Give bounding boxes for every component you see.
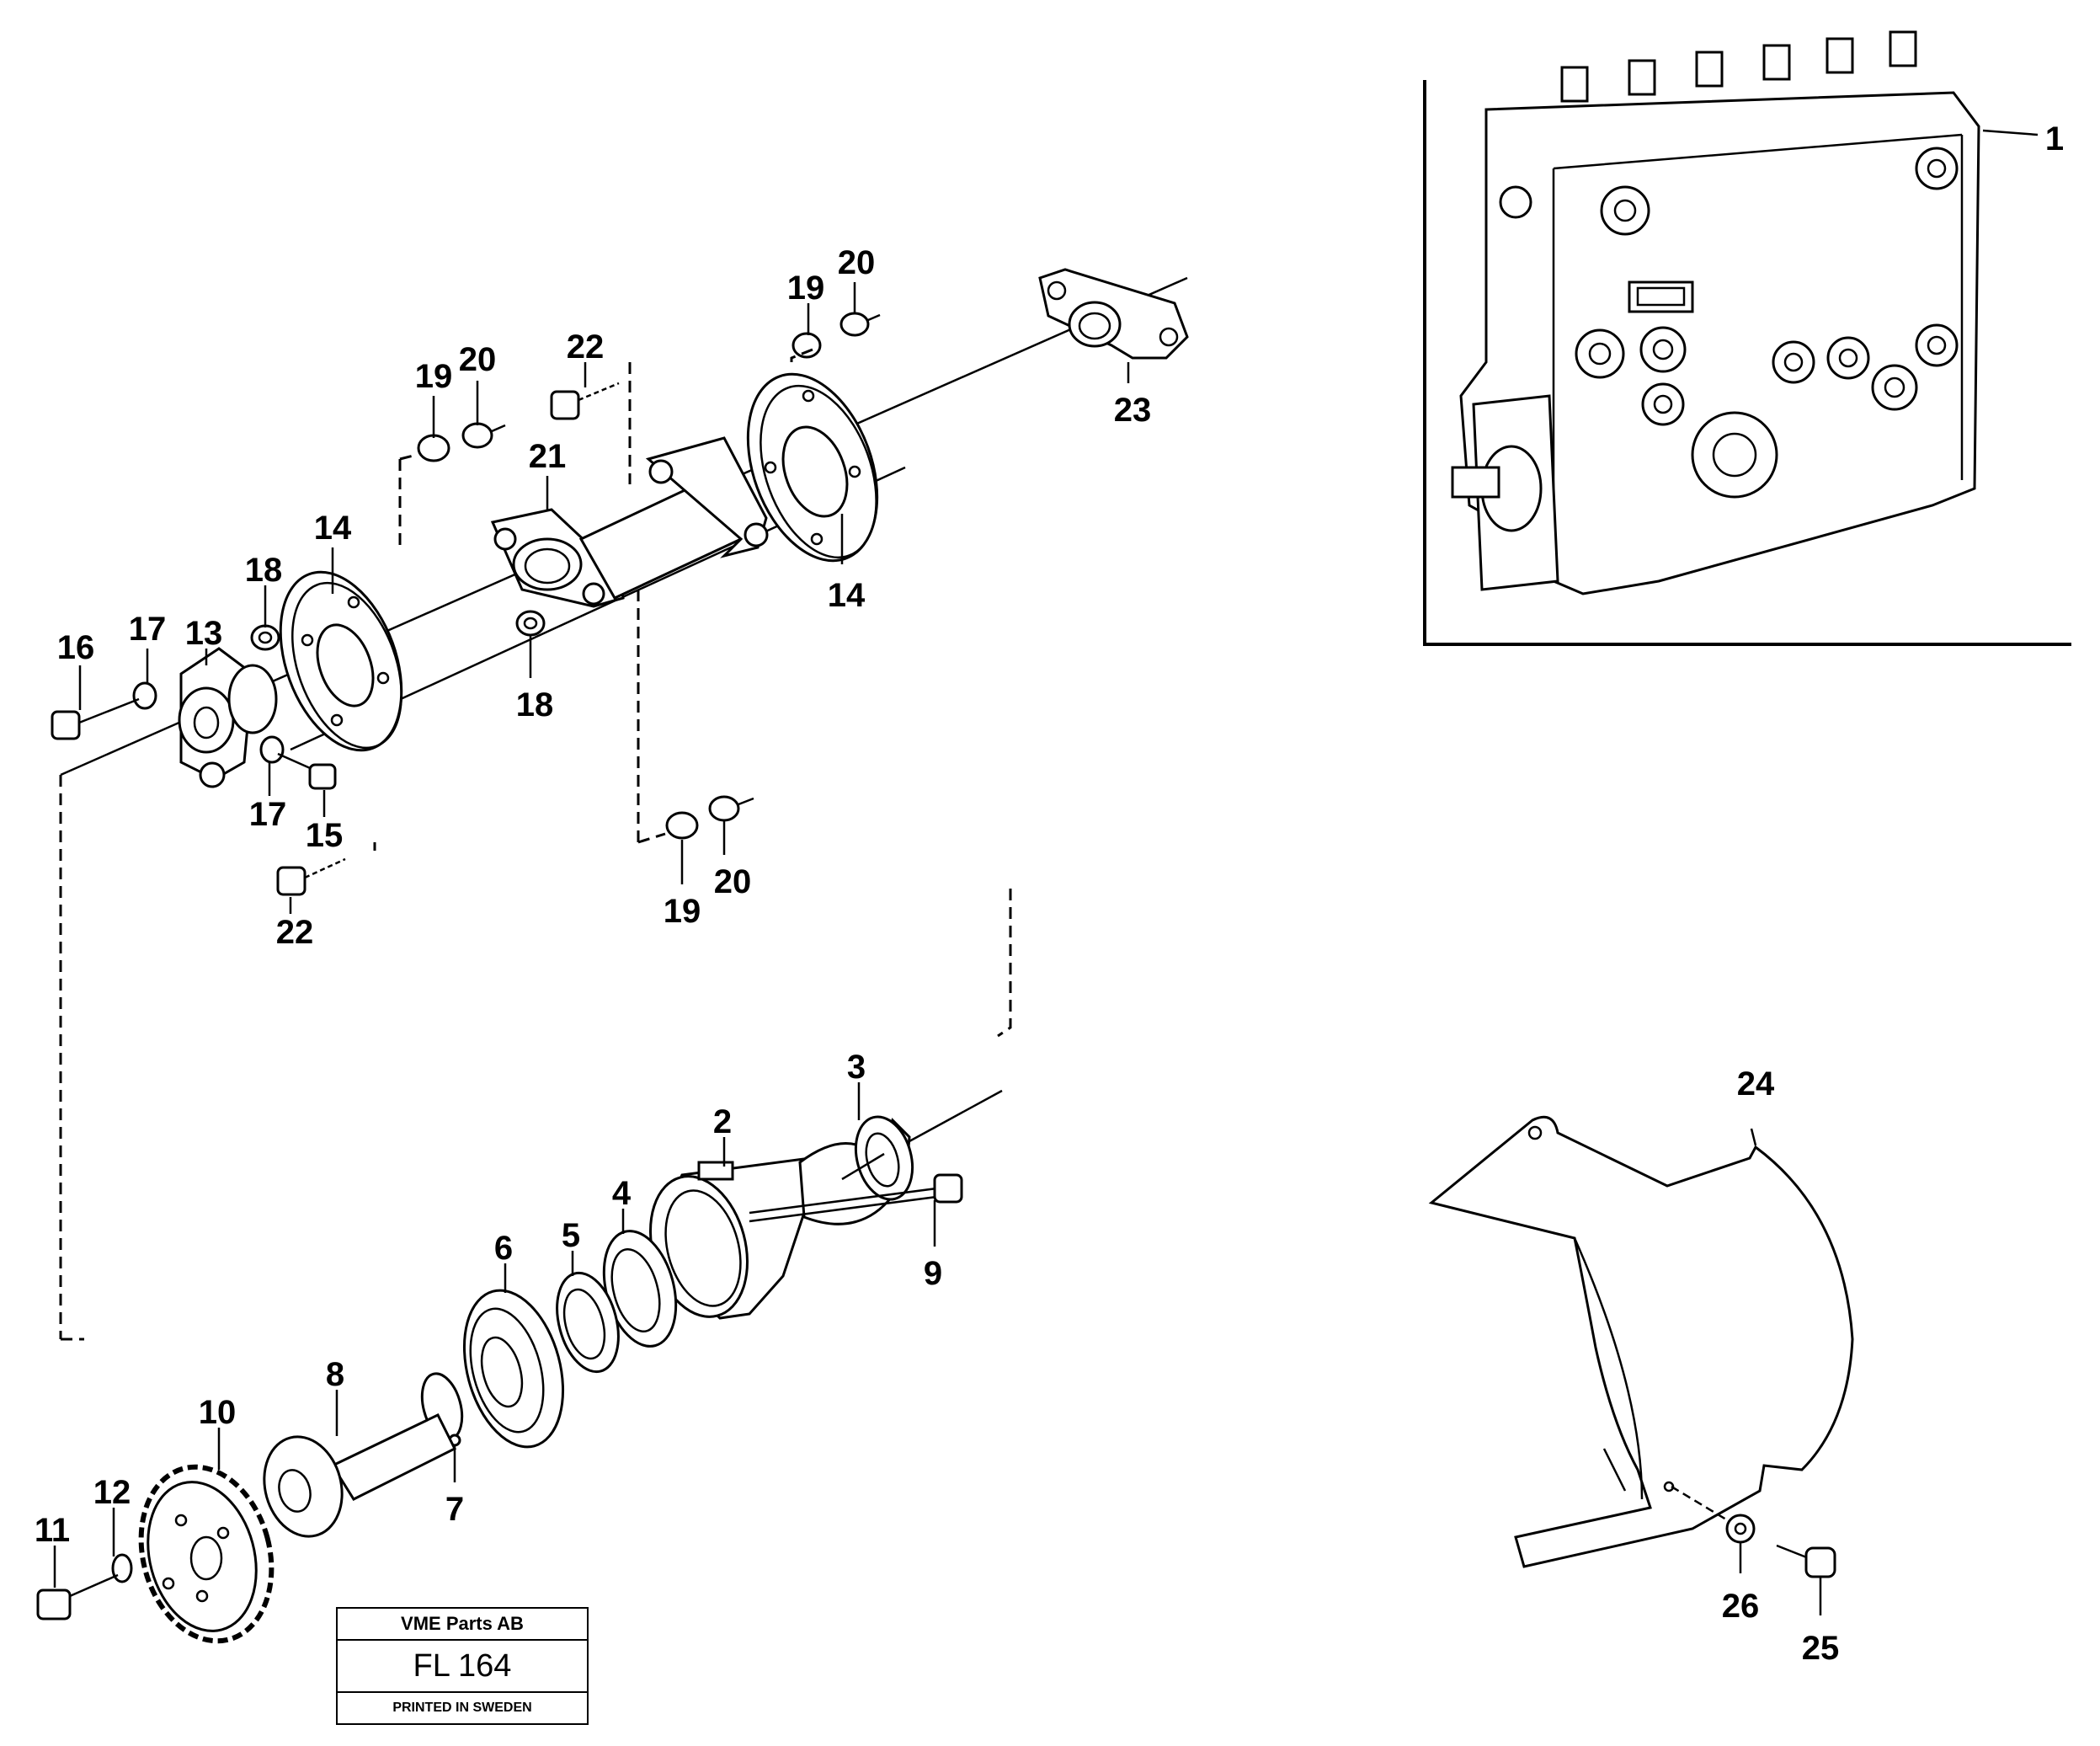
washer-12	[111, 1553, 133, 1583]
part-label-10: 10	[199, 1394, 237, 1431]
part-label-7: 7	[445, 1491, 464, 1528]
disc-14-right	[746, 372, 879, 563]
sleeve-19c	[665, 811, 699, 840]
washer-18a	[250, 624, 280, 651]
part-label-5: 5	[562, 1217, 580, 1254]
part-label-24: 24	[1737, 1065, 1775, 1103]
figure-code: FL 164	[338, 1641, 587, 1693]
shaft-8	[263, 1413, 457, 1538]
cover-illustration	[1428, 1115, 1854, 1568]
flange-23	[1038, 268, 1189, 360]
bolt-25	[1776, 1544, 1836, 1578]
part-label-22b: 22	[567, 328, 605, 366]
part-label-9: 9	[924, 1255, 942, 1292]
part-label-20b: 20	[838, 244, 876, 281]
part-label-19b: 19	[787, 270, 825, 307]
bolt-16	[51, 697, 140, 740]
sleeve-19a	[417, 434, 450, 462]
ring-5	[556, 1271, 620, 1374]
hub-13	[178, 647, 278, 788]
bolt-22a	[276, 857, 346, 896]
part-label-8: 8	[326, 1356, 344, 1393]
part-label-14a: 14	[314, 510, 352, 547]
company-name: VME Parts AB	[338, 1609, 587, 1641]
bolt-11	[36, 1573, 119, 1621]
washer-17b	[259, 735, 285, 764]
part-label-6: 6	[494, 1230, 513, 1267]
bolt-15	[277, 752, 337, 790]
part-label-16: 16	[57, 629, 95, 666]
part-label-19c: 19	[664, 893, 701, 930]
part-label-20c: 20	[714, 863, 752, 900]
part-label-22a: 22	[276, 914, 314, 951]
nut-20b	[839, 312, 881, 337]
part-label-19a: 19	[415, 358, 453, 395]
part-label-18a: 18	[245, 552, 283, 589]
gear-10	[138, 1464, 274, 1644]
part-label-17b: 17	[249, 796, 287, 833]
part-label-23: 23	[1114, 392, 1152, 429]
nut-20c	[708, 795, 754, 822]
part-label-14b: 14	[828, 577, 866, 614]
part-label-15: 15	[306, 817, 344, 854]
bearing-6	[462, 1289, 565, 1449]
part-label-26: 26	[1722, 1588, 1760, 1625]
nut-26	[1725, 1514, 1756, 1544]
part-label-18b: 18	[516, 686, 554, 723]
part-label-2: 2	[713, 1103, 732, 1140]
injection-pump-illustration: 1	[1423, 30, 2071, 646]
part-label-1: 1	[2045, 120, 2064, 158]
disc-14-left	[279, 570, 403, 752]
printed-note: PRINTED IN SWEDEN	[392, 1701, 532, 1715]
washer-18b	[515, 610, 546, 637]
part-label-20a: 20	[459, 341, 497, 378]
part-label-11: 11	[35, 1512, 70, 1549]
housing-2	[648, 1118, 911, 1320]
part-label-25: 25	[1802, 1630, 1840, 1667]
part-label-13: 13	[185, 615, 223, 652]
title-block: VME Parts AB FL 164 PRINTED IN SWEDEN	[336, 1607, 589, 1725]
part-label-21: 21	[529, 438, 567, 475]
ring-3	[854, 1115, 914, 1201]
bolt-9	[749, 1173, 963, 1223]
washer-17a	[132, 681, 157, 710]
bolt-22b	[550, 382, 620, 420]
part-label-17a: 17	[129, 611, 167, 648]
part-label-3: 3	[847, 1049, 866, 1086]
nut-20a	[461, 422, 506, 449]
coupling-tube-21	[490, 436, 769, 608]
part-label-12: 12	[93, 1474, 131, 1511]
sleeve-19b	[791, 332, 822, 359]
bearing-4	[602, 1230, 678, 1348]
part-label-4: 4	[612, 1175, 632, 1212]
